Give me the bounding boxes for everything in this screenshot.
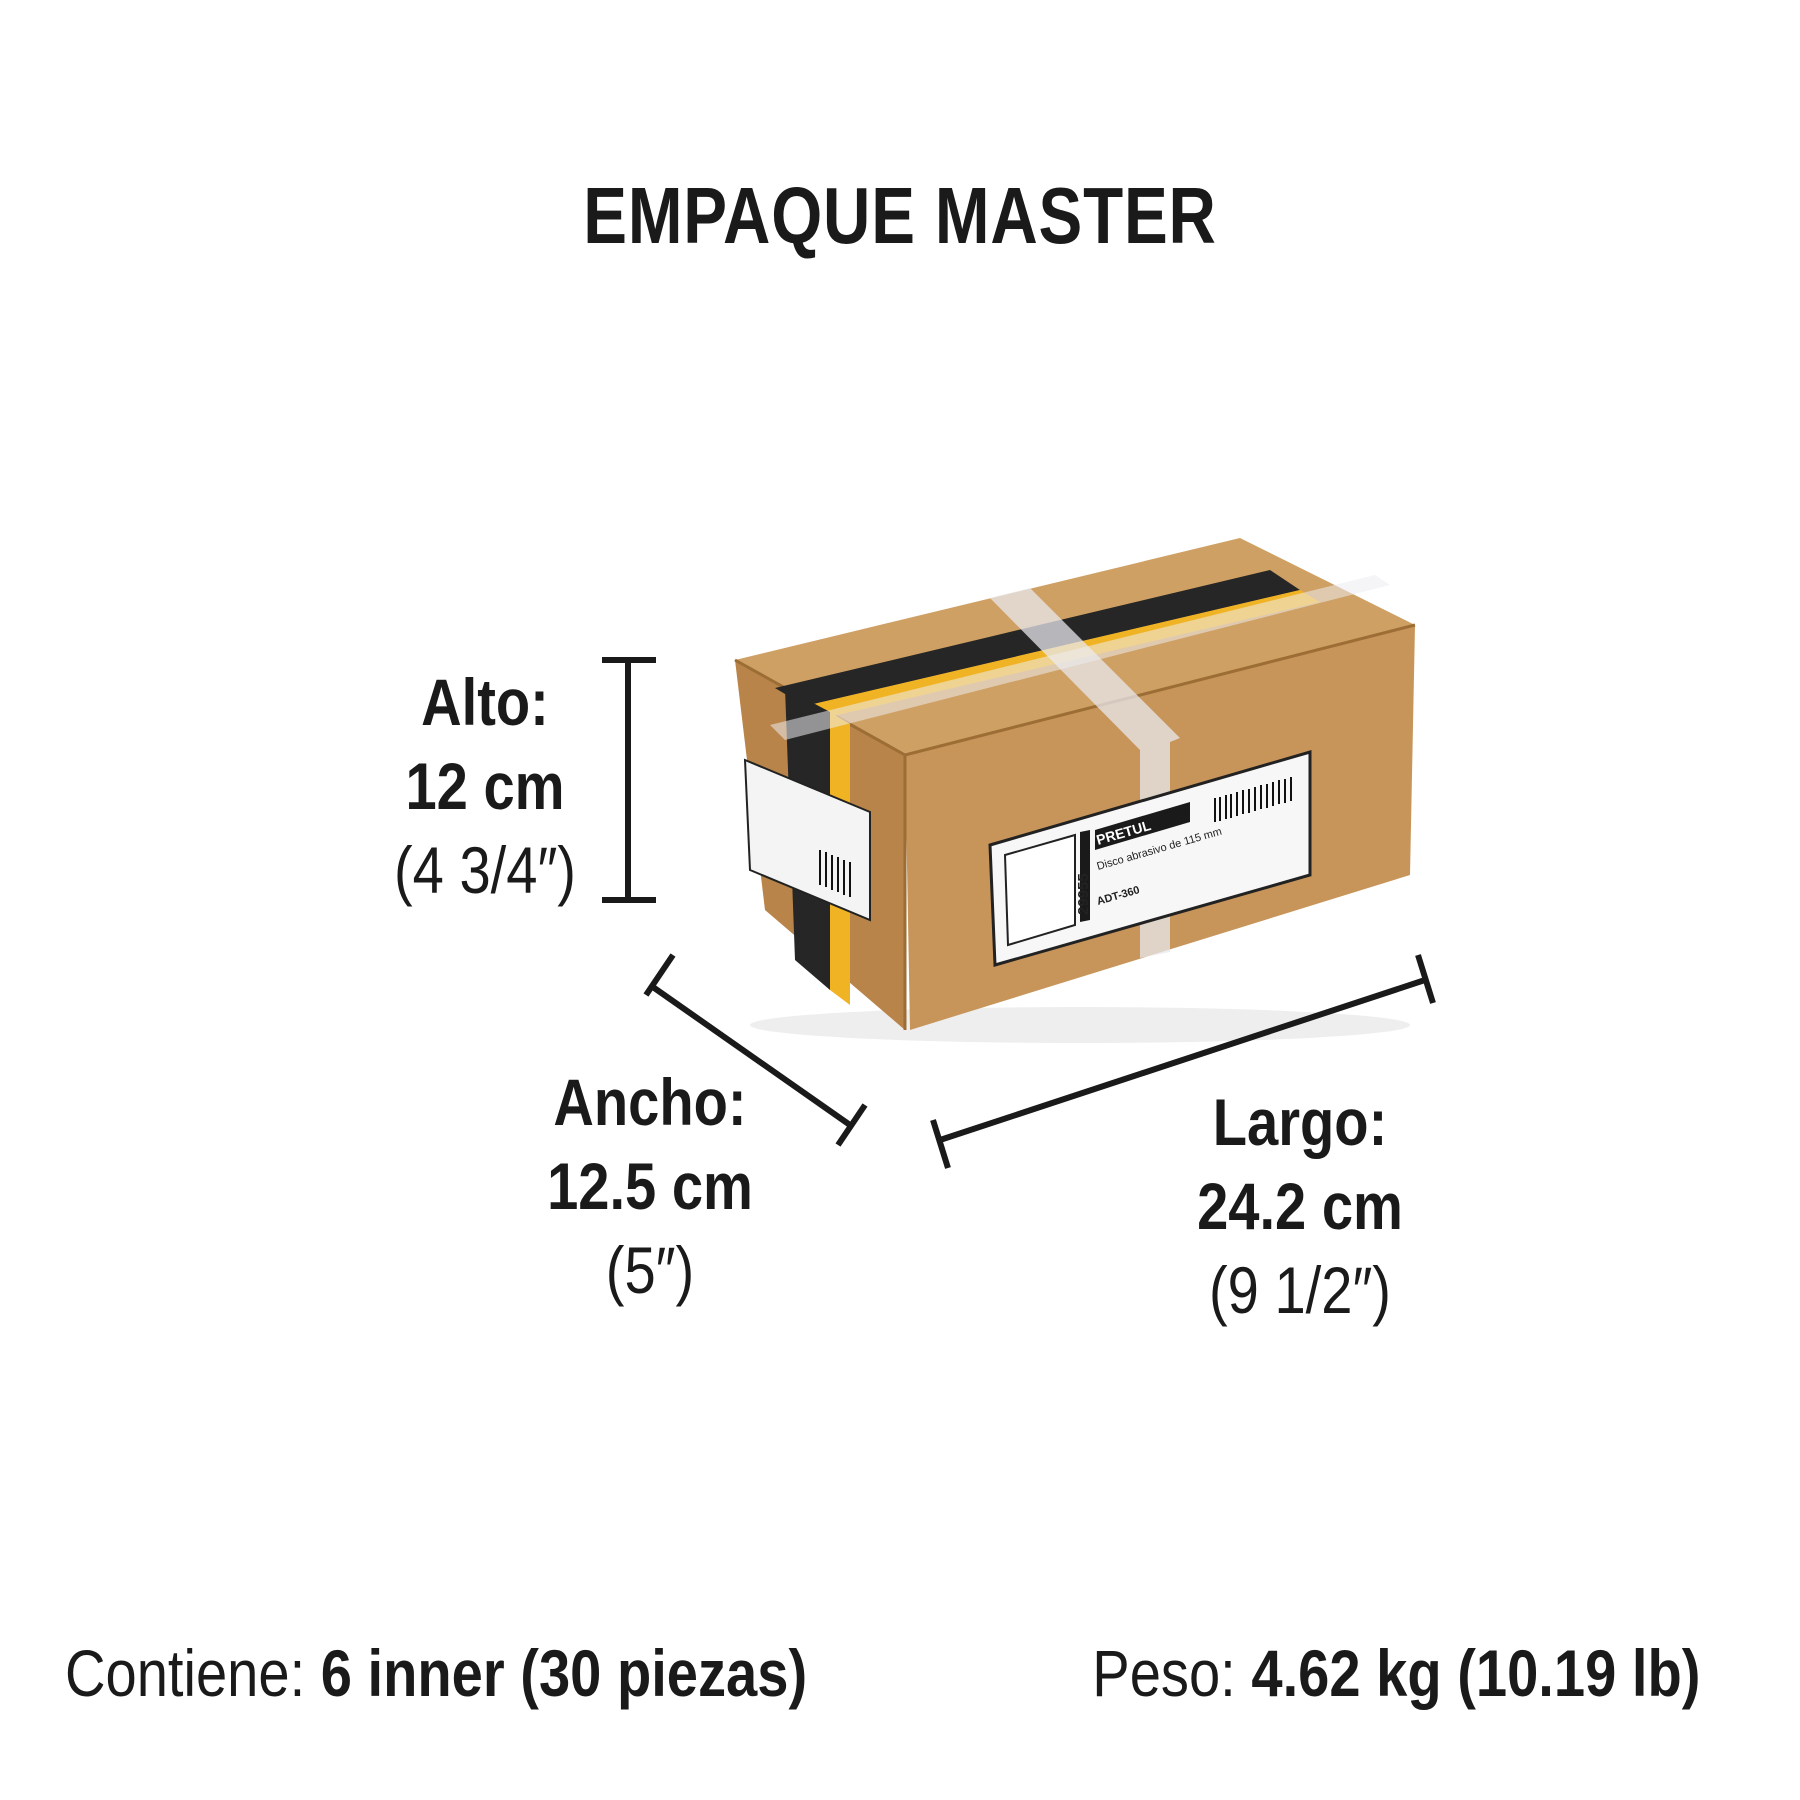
- page-title: EMPAQUE MASTER: [583, 171, 1217, 260]
- side-barcode-icon: [819, 850, 851, 897]
- peso-label: Peso:: [1091, 1636, 1236, 1710]
- barcode-icon: [1214, 777, 1292, 822]
- alto-dimension-marker: [602, 657, 656, 903]
- label-code-text: 29955: [1075, 873, 1092, 915]
- ancho-dimension: Ancho: 12.5 cm (5″): [523, 1060, 778, 1312]
- largo-dimension: Largo: 24.2 cm (9 1/2″): [1173, 1080, 1428, 1332]
- ancho-imperial: (5″): [605, 1233, 695, 1307]
- weight-info: Peso: 4.62 kg (10.19 lb): [1092, 1635, 1700, 1711]
- largo-label: Largo:: [1212, 1085, 1388, 1159]
- ancho-metric: 12.5 cm: [547, 1149, 753, 1223]
- alto-metric: 12 cm: [405, 749, 565, 823]
- largo-imperial: (9 1/2″): [1208, 1253, 1392, 1327]
- largo-metric: 24.2 cm: [1197, 1169, 1403, 1243]
- contiene-value: 6 inner (30 piezas): [320, 1636, 808, 1710]
- alto-label: Alto:: [421, 665, 549, 739]
- largo-dimension-marker: [930, 954, 1436, 1169]
- contents-info: Contiene: 6 inner (30 piezas): [65, 1635, 807, 1711]
- cardboard-box: PRETUL Disco abrasivo de 115 mm ADT-360 …: [734, 538, 1416, 1030]
- contiene-label: Contiene:: [65, 1636, 306, 1710]
- alto-imperial: (4 3/4″): [393, 833, 577, 907]
- peso-value: 4.62 kg: [1250, 1636, 1442, 1710]
- alto-dimension: Alto: 12 cm (4 3/4″): [370, 660, 600, 912]
- ancho-dimension-marker: [643, 953, 868, 1147]
- peso-imperial: (10.19 lb): [1456, 1636, 1700, 1710]
- ancho-label: Ancho:: [553, 1065, 747, 1139]
